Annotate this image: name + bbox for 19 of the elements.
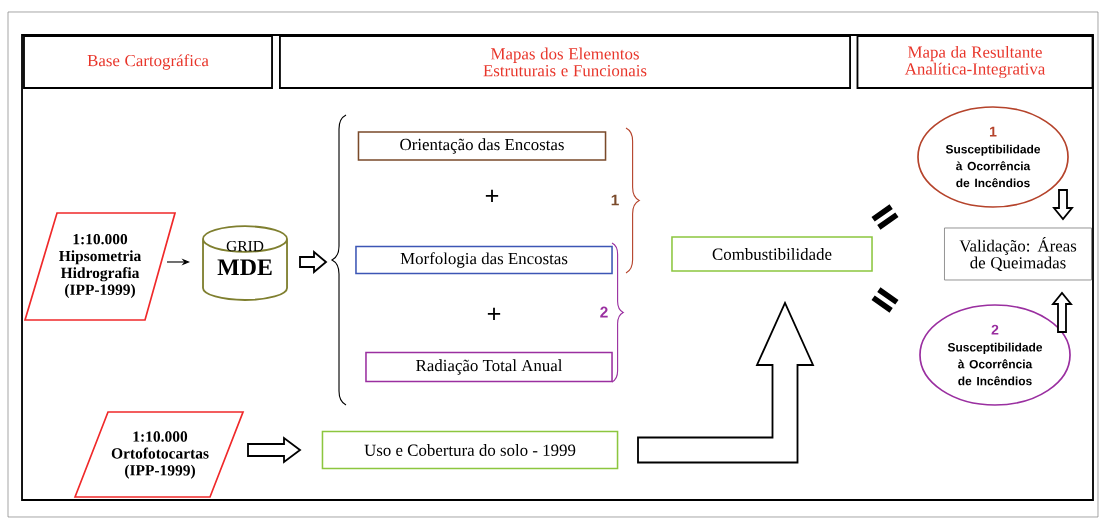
block-arrow <box>247 436 302 464</box>
brace-number: 1 <box>611 194 619 206</box>
database-cylinder: GRID MDE <box>202 225 288 301</box>
plus-sign: + <box>485 189 499 203</box>
process-box: Orientação das Encostas <box>357 131 607 161</box>
brace-number: 2 <box>600 306 608 318</box>
process-box: Validação: Áreas de Queimadas <box>944 227 1092 281</box>
block-arrow <box>299 250 328 274</box>
process-box: Combustibilidade <box>671 236 873 272</box>
process-box: Radiação Total Anual <box>365 351 613 383</box>
header-box: Mapas dos Elementos Estruturais e Funcionais <box>279 35 851 89</box>
process-box: Uso e Cobertura do solo - 1999 <box>321 430 619 470</box>
header-box: Base Cartográfica <box>23 35 273 89</box>
block-arrow <box>1052 189 1074 221</box>
block-arrow <box>1051 291 1073 333</box>
process-box: Morfologia das Encostas <box>355 245 613 275</box>
block-arrow <box>637 300 815 464</box>
plus-sign: + <box>487 307 501 321</box>
header-box: Mapa da Resultante Analítica-Integrativa <box>856 35 1094 89</box>
